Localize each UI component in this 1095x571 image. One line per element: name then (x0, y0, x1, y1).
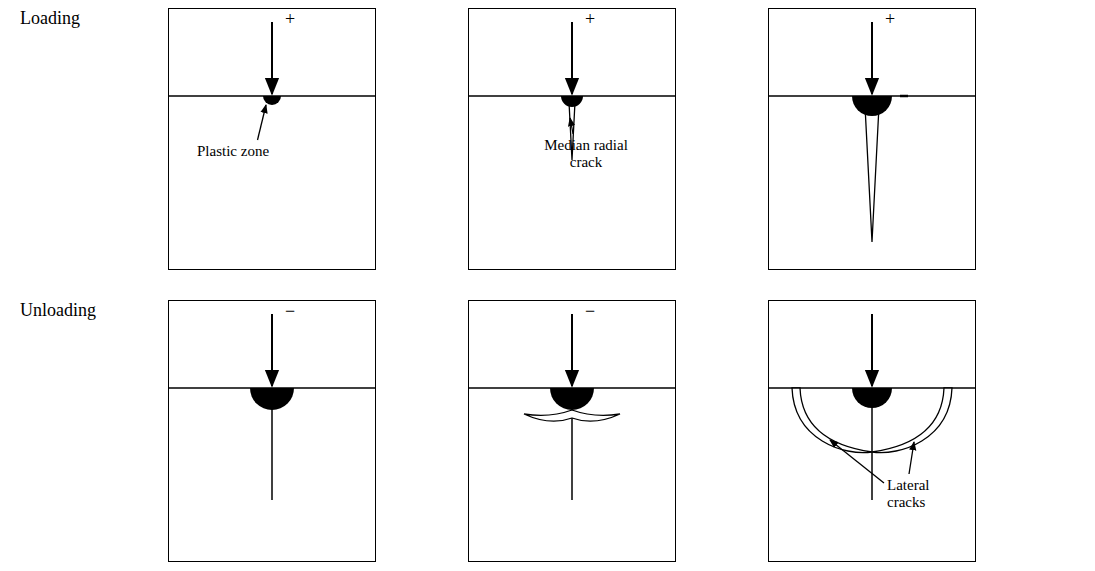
part-label: Median radial crack (543, 137, 629, 172)
leader-arrow (258, 105, 267, 140)
plastic-zone (250, 388, 294, 410)
load-arrow (571, 22, 573, 94)
load-arrow (271, 22, 273, 94)
part-label: Lateral cracks (887, 477, 957, 512)
part-label: Plastic zone (197, 143, 307, 160)
load-arrow (871, 22, 873, 94)
load-arrow (571, 314, 573, 386)
surface-mark (900, 95, 908, 98)
load-sign: + (585, 9, 595, 30)
leader-arrow (909, 442, 914, 474)
leader-arrow (570, 118, 573, 134)
stage-panel: − (168, 300, 376, 562)
load-arrow (271, 314, 273, 386)
stage-panel: + Median radial crack (468, 8, 676, 270)
row-label: Unloading (20, 300, 96, 321)
panel-drawing (768, 22, 976, 242)
plastic-zone (561, 96, 583, 107)
stage-panel: − (468, 300, 676, 562)
plastic-zone (852, 388, 892, 408)
stage-panel: + (768, 8, 976, 270)
stage-panel: + Plastic zone (168, 8, 376, 270)
plastic-zone (263, 96, 281, 105)
panel-drawing (768, 314, 976, 500)
panel-drawing (168, 22, 376, 105)
plastic-zone (550, 388, 594, 410)
load-sign: − (285, 301, 295, 322)
panel-drawing (168, 314, 376, 500)
load-sign: − (585, 301, 595, 322)
load-arrow (871, 314, 873, 386)
median-crack (865, 106, 879, 242)
load-sign: + (285, 9, 295, 30)
lateral-crack (524, 410, 620, 421)
stage-panel: Lateral cracks (768, 300, 976, 562)
row-label: Loading (20, 8, 80, 29)
panel-drawing (468, 314, 676, 500)
plastic-zone (852, 96, 892, 116)
leader-arrow (830, 440, 884, 483)
load-sign: + (885, 9, 895, 30)
